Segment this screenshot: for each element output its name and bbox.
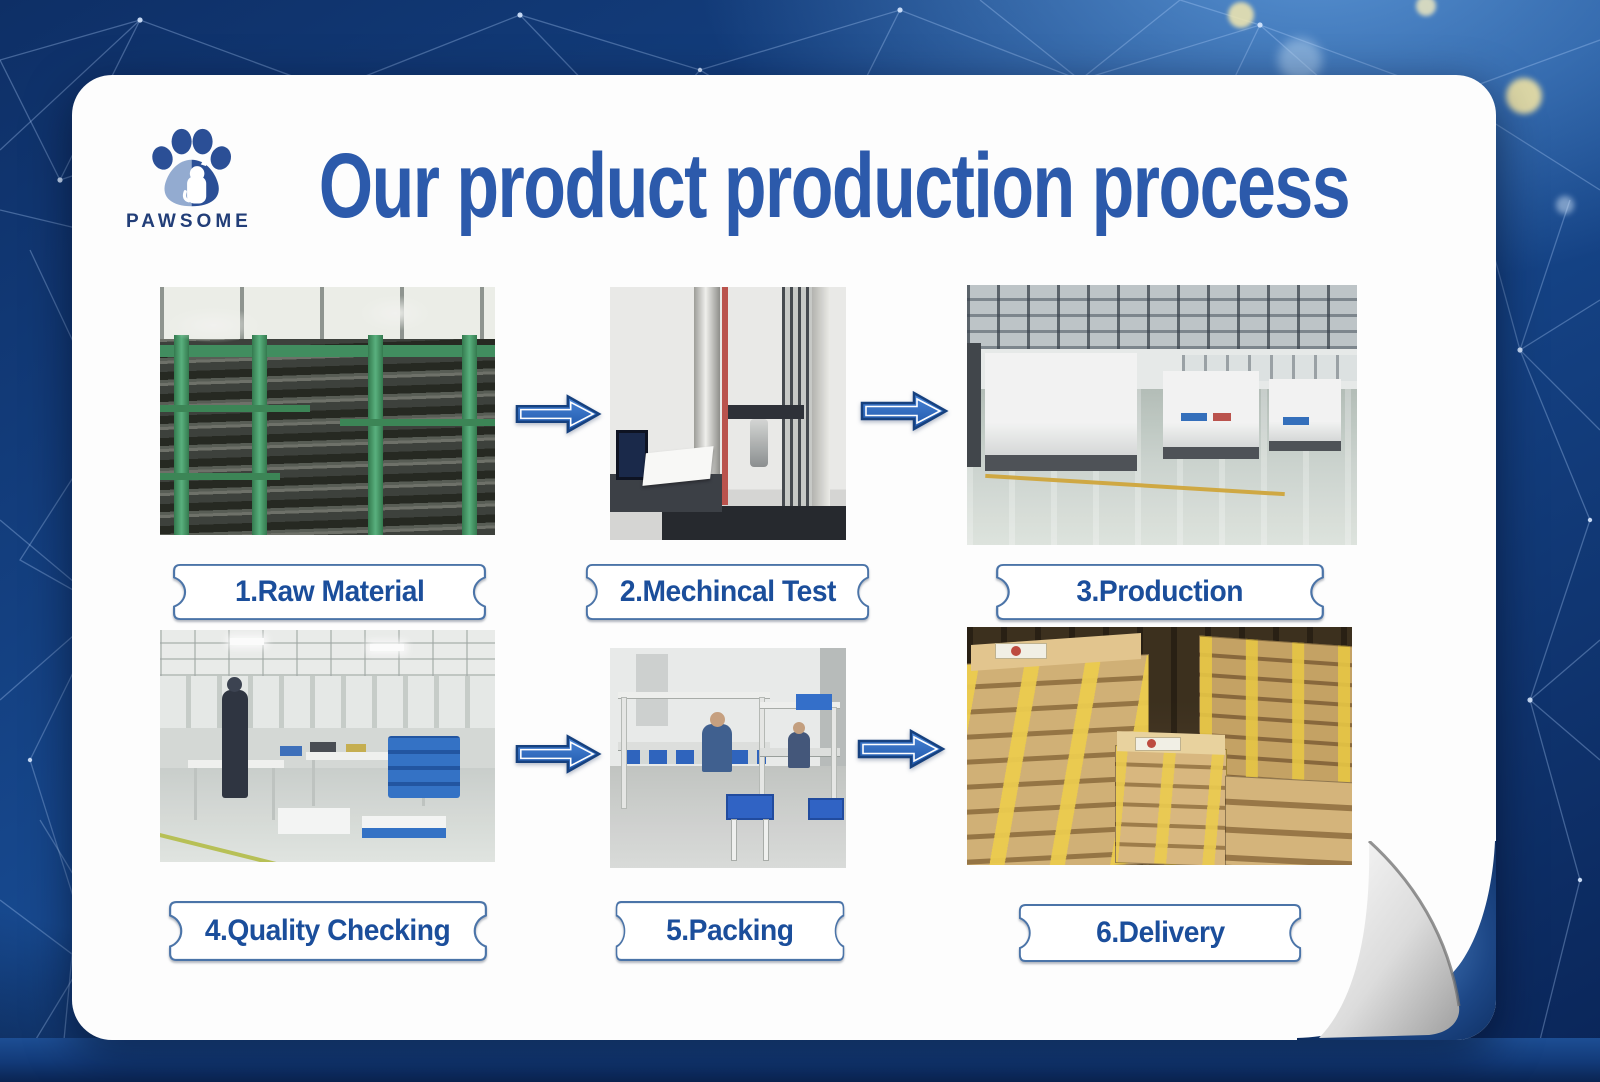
label-frame: [169, 901, 487, 961]
box-label: [995, 643, 1047, 659]
rack-post: [252, 335, 267, 535]
background-bottom-band: [0, 1038, 1600, 1082]
table-leg: [312, 760, 315, 806]
label-frame: [585, 563, 870, 621]
step-label-text: 4.Quality Checking: [205, 914, 451, 947]
label-frame: [1018, 904, 1302, 962]
rack-post: [462, 335, 477, 535]
bokeh-dot: [1416, 0, 1436, 16]
brand-name: PAWSOME: [126, 211, 252, 232]
blue-bins-row: [622, 750, 766, 764]
stool-leg: [732, 820, 736, 860]
raw-material-photo: [160, 287, 495, 535]
label-frame: [996, 563, 1324, 621]
factory-roof-trusses: [967, 285, 1357, 349]
table-leg: [194, 768, 197, 820]
ceiling-lamp: [230, 638, 264, 645]
workshop-background: [160, 676, 495, 768]
rack-post: [174, 335, 189, 535]
arrow-right-icon: [860, 390, 949, 432]
arrow-right-icon: [857, 728, 946, 770]
step-label-text: 1.Raw Material: [234, 575, 425, 608]
label-frame: [615, 901, 845, 961]
machine-accent: [1213, 413, 1231, 421]
blue-crate: [808, 798, 844, 820]
brand-logo: PAWSOME: [126, 127, 250, 233]
machine-crosshead: [728, 405, 804, 419]
quality-checking-photo: [160, 630, 495, 862]
ceiling-lamp: [370, 644, 404, 651]
packing-photo: [610, 648, 846, 868]
cnc-machine: [1163, 371, 1259, 459]
bench-equipment: [346, 744, 366, 754]
box-stack: [1115, 745, 1227, 865]
background-door: [636, 654, 668, 726]
work-table: [306, 752, 432, 760]
label-frame: [173, 563, 486, 621]
blue-crate-on-stool: [726, 794, 774, 820]
machine-column: [782, 287, 812, 512]
delivery-photo: [967, 627, 1352, 865]
stool-leg: [764, 820, 768, 860]
step-label-2: 2.Mechincal Test: [585, 563, 870, 621]
step-label-5: 5.Packing: [615, 900, 845, 962]
step-label-text: 3.Production: [1076, 575, 1244, 608]
bench-equipment: [280, 746, 302, 756]
page-title-text: Our product production process: [318, 134, 1351, 237]
box-label: [1135, 737, 1181, 751]
bench-shelf: [618, 692, 770, 698]
blue-crates-rack: [388, 736, 460, 798]
machine-edge: [967, 343, 981, 467]
mechanical-test-photo: [610, 287, 846, 540]
paw-logo-icon: [152, 128, 232, 207]
specimen-grip: [750, 419, 768, 467]
bokeh-dot: [1228, 2, 1254, 28]
bench-equipment: [310, 742, 336, 752]
machine-accent: [1283, 417, 1309, 425]
bench-leg: [622, 698, 626, 808]
workshop-ceiling: [160, 630, 495, 676]
step-label-text: 2.Mechincal Test: [619, 575, 836, 608]
cnc-machine: [1269, 379, 1341, 451]
table-leg: [272, 768, 275, 820]
worker-at-bench: [788, 722, 810, 768]
rack-shelf: [340, 419, 495, 426]
step-label-1: 1.Raw Material: [172, 563, 487, 621]
rack-post: [368, 335, 383, 535]
bokeh-dot: [1556, 196, 1574, 214]
bench-surface: [618, 742, 770, 750]
step-label-4: 4.Quality Checking: [168, 900, 488, 962]
bokeh-dot: [1506, 78, 1542, 114]
machine-accent: [1181, 413, 1207, 421]
bokeh-dot: [1278, 38, 1322, 82]
cnc-machine: [985, 353, 1137, 471]
rack-shelf: [160, 473, 280, 480]
rack-beam: [160, 345, 495, 357]
worker-silhouette: [222, 677, 248, 798]
foam-box-on-crate: [362, 816, 446, 838]
foam-box: [278, 808, 350, 834]
step-label-text: 5.Packing: [666, 914, 794, 947]
production-photo: [967, 285, 1357, 545]
box-label-mark: [1011, 646, 1021, 656]
bench-leg: [832, 708, 836, 804]
page-title: Our product production process: [302, 127, 1366, 245]
machine-red-stripe: [722, 287, 728, 505]
arrow-right-icon: [515, 394, 602, 434]
slide-card: PAWSOME Our product production process: [72, 75, 1496, 1040]
arrow-right-icon: [515, 734, 602, 774]
machine-column: [812, 287, 830, 512]
step-label-text: 6.Delivery: [1095, 916, 1225, 949]
rack-shelf: [160, 405, 310, 412]
box-label-mark: [1147, 739, 1156, 748]
step-label-3: 3.Production: [995, 563, 1325, 621]
worker-at-bench: [702, 712, 732, 772]
step-label-6: 6.Delivery: [1018, 903, 1302, 963]
plastic-wrap: [166, 307, 261, 343]
plastic-wrap: [360, 295, 430, 331]
blue-bin: [796, 694, 832, 710]
page-curl: [1297, 841, 1496, 1040]
stacked-rods: [160, 339, 495, 535]
